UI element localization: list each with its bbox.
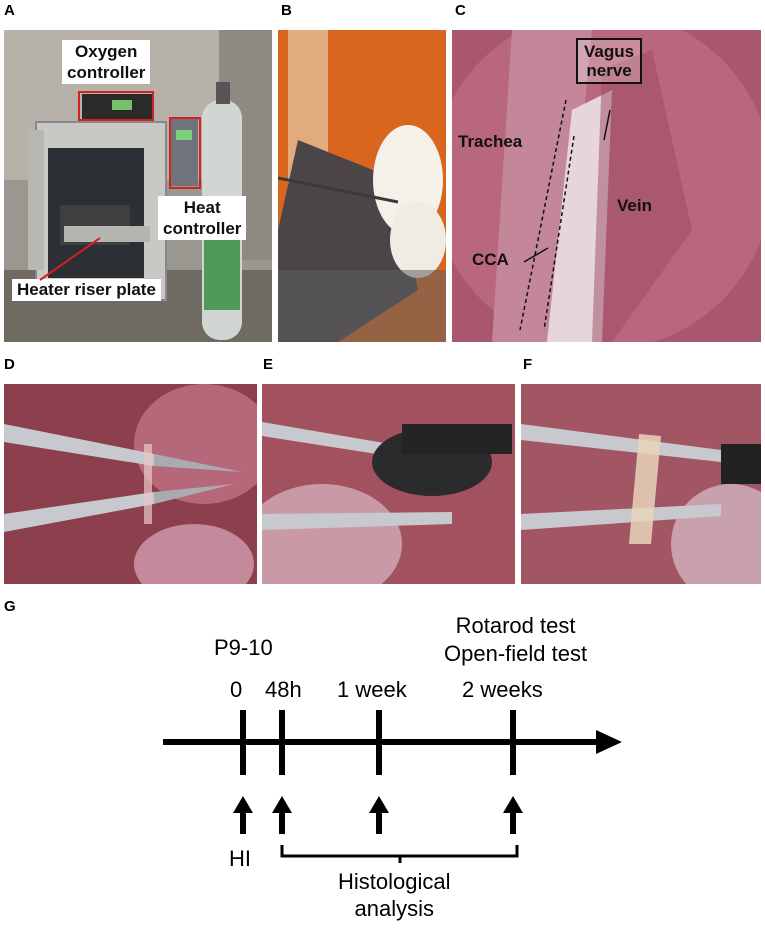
oxygen-label-line2: controller: [67, 63, 146, 82]
oxygen-label-line1: Oxygen: [75, 42, 138, 61]
clamp-illustration-f: [521, 384, 761, 584]
surgery-photo: [278, 30, 446, 342]
timepoint-label-48h: 48h: [265, 677, 302, 702]
age-label: P9-10: [214, 635, 273, 660]
vagus-nerve-label: Vagus nerve: [576, 38, 643, 84]
oxygen-controller-highlight: [78, 91, 154, 121]
panel-letter-a: A: [4, 2, 15, 19]
panel-letter-c: C: [455, 2, 466, 19]
timepoint-label-2weeks: 2 weeks: [462, 677, 543, 702]
histology-label: Histological analysis: [338, 868, 451, 922]
histology-line1: Histological: [338, 869, 451, 894]
panel-letter-e: E: [263, 356, 274, 373]
clamp-illustration-d: [4, 384, 257, 584]
heat-label-line1: Heat: [183, 198, 221, 217]
arrow-2weeks: [503, 796, 523, 834]
heater-riser-label: Heater riser plate: [12, 279, 161, 301]
arrow-hi: [233, 796, 253, 834]
clamp-illustration-e: [262, 384, 515, 584]
surgery-illustration: [278, 30, 446, 342]
rotarod-test-label: Rotarod test: [455, 613, 576, 638]
timeline-arrowhead: [596, 730, 622, 754]
clamp-photo-d: [4, 384, 257, 584]
oxygen-controller-label: Oxygen controller: [62, 40, 151, 84]
timepoint-label-1week: 1 week: [337, 677, 407, 702]
hi-label: HI: [229, 846, 251, 871]
panel-letter-d: D: [4, 356, 15, 373]
panel-letter-g: G: [4, 598, 16, 615]
arrow-1week: [369, 796, 389, 834]
histology-bracket: [280, 845, 519, 863]
heat-controller-highlight: [169, 117, 201, 189]
heat-label-line2: controller: [163, 219, 242, 238]
riser-pointer: [39, 237, 101, 281]
vein-label: Vein: [617, 196, 652, 215]
vagus-label-line1: Vagus: [584, 42, 635, 61]
timepoint-label-0: 0: [230, 677, 243, 702]
histology-line2: analysis: [354, 896, 434, 921]
clamp-photo-f: [521, 384, 761, 584]
arrow-48h: [272, 796, 292, 834]
behavior-tests: Rotarod test Open-field test: [444, 612, 587, 668]
clamp-photo-e: [262, 384, 515, 584]
cca-label: CCA: [472, 250, 509, 269]
heat-controller-label: Heat controller: [158, 196, 247, 240]
panel-letter-f: F: [523, 356, 533, 373]
vagus-label-line2: nerve: [586, 61, 632, 80]
panel-letter-b: B: [281, 2, 292, 19]
trachea-label: Trachea: [458, 132, 523, 151]
open-field-test-label: Open-field test: [444, 641, 588, 666]
